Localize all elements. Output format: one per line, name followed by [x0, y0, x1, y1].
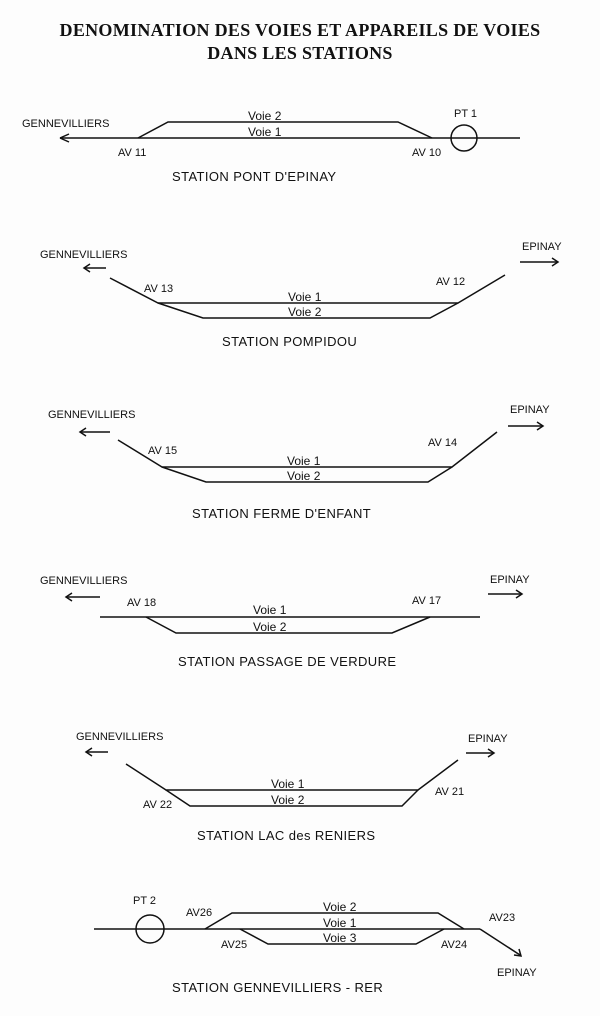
direction-gennevilliers: GENNEVILLIERS: [40, 249, 127, 261]
device-av-12: AV 12: [436, 276, 465, 288]
device-av-11: AV 11: [118, 147, 146, 159]
track-label-voie-2: Voie 2: [288, 305, 322, 319]
direction-epinay: EPINAY: [510, 404, 550, 416]
right-arrow-head: [487, 748, 496, 758]
page-title-line-1: DENOMINATION DES VOIES ET APPAREILS DE V…: [59, 20, 541, 40]
track-label-voie-1: Voie 1: [248, 125, 282, 139]
station-lac-reniers: GENNEVILLIERS EPINAY Voie 1 Voie 2 AV 22…: [76, 731, 508, 843]
track-label-voie-3: Voie 3: [323, 931, 357, 945]
track-label-voie-2: Voie 2: [248, 109, 282, 123]
left-arrow-head: [82, 263, 91, 273]
track-voie-2: [204, 912, 465, 930]
track-label-voie-1: Voie 1: [287, 454, 321, 468]
track-label-voie-1: Voie 1: [288, 290, 322, 304]
point-label-pt-1: PT 1: [454, 108, 477, 120]
device-av-21: AV 21: [435, 786, 464, 798]
device-av-15: AV 15: [148, 445, 177, 457]
station-name: STATION FERME D'ENFANT: [192, 506, 371, 521]
station-name: STATION GENNEVILLIERS - RER: [172, 980, 383, 995]
track-voie-2: [157, 302, 459, 319]
track-voie-2: [161, 466, 453, 483]
device-av-22: AV 22: [143, 799, 172, 811]
station-pont-epinay: GENNEVILLIERS Voie 2 Voie 1 AV 11 AV 10 …: [22, 108, 520, 184]
point-pt-1: [450, 124, 478, 152]
left-arrow-head: [84, 747, 93, 757]
track-exit-epinay: [479, 928, 521, 956]
left-arrow-head-upper: [59, 133, 70, 139]
device-av-18: AV 18: [127, 597, 156, 609]
device-av23: AV23: [489, 912, 515, 924]
track-label-voie-1: Voie 1: [323, 916, 357, 930]
track-label-voie-2: Voie 2: [253, 620, 287, 634]
station-gennevilliers-rer: PT 2 Voie 2 Voie 1 Voie 3 AV26 AV25 AV24…: [94, 895, 537, 995]
direction-gennevilliers: GENNEVILLIERS: [76, 731, 163, 743]
left-arrow-head: [78, 427, 87, 437]
device-av26: AV26: [186, 907, 212, 919]
track-label-voie-2: Voie 2: [323, 900, 357, 914]
direction-gennevilliers: GENNEVILLIERS: [40, 575, 127, 587]
track-voie-2: [165, 789, 419, 807]
page-title-line-2: DANS LES STATIONS: [207, 43, 393, 63]
device-av-14: AV 14: [428, 437, 457, 449]
station-ferme-enfant: GENNEVILLIERS EPINAY Voie 1 Voie 2 AV 15…: [48, 404, 550, 521]
direction-epinay: EPINAY: [497, 967, 537, 979]
right-arrow-head: [515, 589, 524, 599]
track-label-voie-2: Voie 2: [271, 793, 305, 807]
track-voie-2: [145, 616, 431, 634]
track-voie-1: [125, 759, 459, 791]
track-label-voie-1: Voie 1: [271, 777, 305, 791]
right-arrow-head: [551, 257, 560, 267]
station-name: STATION POMPIDOU: [222, 334, 357, 349]
direction-gennevilliers: GENNEVILLIERS: [22, 118, 109, 130]
left-arrow-head-lower: [59, 137, 70, 143]
direction-epinay: EPINAY: [522, 241, 562, 253]
device-av-10: AV 10: [412, 147, 441, 159]
track-label-voie-1: Voie 1: [253, 603, 287, 617]
direction-epinay: EPINAY: [468, 733, 508, 745]
direction-gennevilliers: GENNEVILLIERS: [48, 409, 135, 421]
track-voie-1: [109, 274, 506, 304]
station-passage-verdure: GENNEVILLIERS EPINAY Voie 1 Voie 2 AV 18…: [40, 574, 530, 669]
device-av25: AV25: [221, 939, 247, 951]
track-voie-1: [117, 431, 498, 468]
station-name: STATION PONT D'EPINAY: [172, 169, 337, 184]
direction-epinay: EPINAY: [490, 574, 530, 586]
point-pt-2: [135, 914, 165, 944]
track-label-voie-2: Voie 2: [287, 469, 321, 483]
device-av-17: AV 17: [412, 595, 441, 607]
station-pompidou: GENNEVILLIERS EPINAY Voie 1 Voie 2 AV 13…: [40, 241, 562, 349]
device-av-13: AV 13: [144, 283, 173, 295]
station-name: STATION LAC des RENIERS: [197, 828, 375, 843]
exit-arrow-head: [513, 948, 523, 957]
station-name: STATION PASSAGE DE VERDURE: [178, 654, 396, 669]
siding-track: [137, 121, 433, 139]
left-arrow-head: [64, 592, 73, 602]
right-arrow-head: [536, 421, 545, 431]
point-label-pt-2: PT 2: [133, 895, 156, 907]
track-voie-3: [239, 928, 445, 945]
device-av24: AV24: [441, 939, 467, 951]
